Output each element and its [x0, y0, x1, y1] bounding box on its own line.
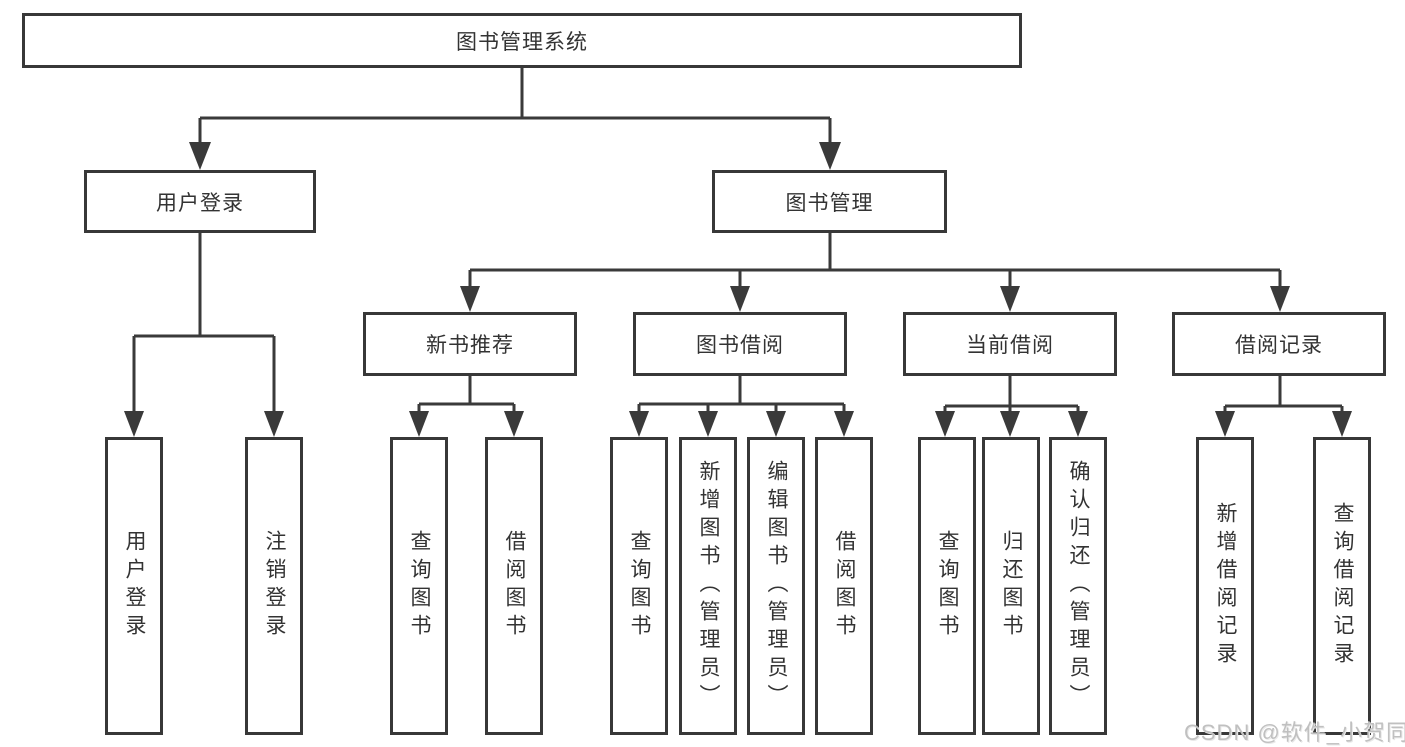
connector-new-book-rec-to-leaves	[417, 376, 516, 414]
node-label: 查询图书	[628, 530, 651, 642]
connector-root-to-level2	[198, 68, 832, 146]
leaf-add-books-admin: 新增图书（管理员）	[679, 437, 737, 735]
node-book-management: 图书管理	[712, 170, 947, 233]
node-label: 新增借阅记录	[1214, 502, 1237, 670]
leaf-edit-books-admin: 编辑图书（管理员）	[747, 437, 805, 735]
node-label: 查询图书	[936, 530, 959, 642]
node-current-borrowing: 当前借阅	[903, 312, 1117, 376]
leaf-logout: 注销登录	[245, 437, 303, 735]
node-label: 确认归还（管理员）	[1067, 460, 1090, 712]
leaf-borrow-books: 借阅图书	[485, 437, 543, 735]
node-label: 用户登录	[123, 530, 146, 642]
connector-book-borrow-to-leaves	[637, 376, 846, 414]
node-book-borrowing: 图书借阅	[633, 312, 847, 376]
node-label: 图书借阅	[696, 334, 784, 357]
leaf-return-books: 归还图书	[982, 437, 1040, 735]
node-label: 图书管理	[785, 191, 874, 215]
connector-borrow-record-to-leaves	[1223, 376, 1344, 414]
node-user-login: 用户登录	[84, 170, 316, 233]
connector-current-borrow-to-leaves	[943, 376, 1080, 414]
node-new-book-recommend: 新书推荐	[363, 312, 577, 376]
leaf-borrow-books: 借阅图书	[815, 437, 873, 735]
node-label: 新书推荐	[426, 334, 514, 357]
leaf-confirm-return-admin: 确认归还（管理员）	[1049, 437, 1107, 735]
leaf-query-books: 查询图书	[918, 437, 976, 735]
node-label: 图书管理系统	[456, 30, 588, 54]
node-label: 编辑图书（管理员）	[765, 460, 788, 712]
node-label: 新增图书（管理员）	[697, 460, 720, 712]
node-label: 借阅记录	[1235, 334, 1323, 357]
node-borrowing-records: 借阅记录	[1172, 312, 1386, 376]
leaf-query-books: 查询图书	[610, 437, 668, 735]
node-label: 用户登录	[156, 191, 244, 215]
node-book-management-system: 图书管理系统	[22, 13, 1022, 68]
connector-book-mgmt-to-level3	[468, 233, 1282, 289]
leaf-add-borrow-record: 新增借阅记录	[1196, 437, 1254, 735]
leaf-query-books: 查询图书	[390, 437, 448, 735]
leaf-query-borrow-record: 查询借阅记录	[1313, 437, 1371, 735]
node-label: 查询图书	[408, 530, 431, 642]
connector-user-login-to-leaves	[132, 233, 276, 414]
node-label: 当前借阅	[966, 334, 1054, 357]
node-label: 借阅图书	[503, 530, 526, 642]
node-label: 借阅图书	[833, 530, 856, 642]
leaf-user-login: 用户登录	[105, 437, 163, 735]
node-label: 归还图书	[1000, 530, 1023, 642]
csdn-watermark: CSDN @软件_小贺同学	[1184, 720, 1405, 745]
node-label: 查询借阅记录	[1331, 502, 1354, 670]
node-label: 注销登录	[263, 530, 286, 642]
arrowheads	[124, 142, 1352, 437]
